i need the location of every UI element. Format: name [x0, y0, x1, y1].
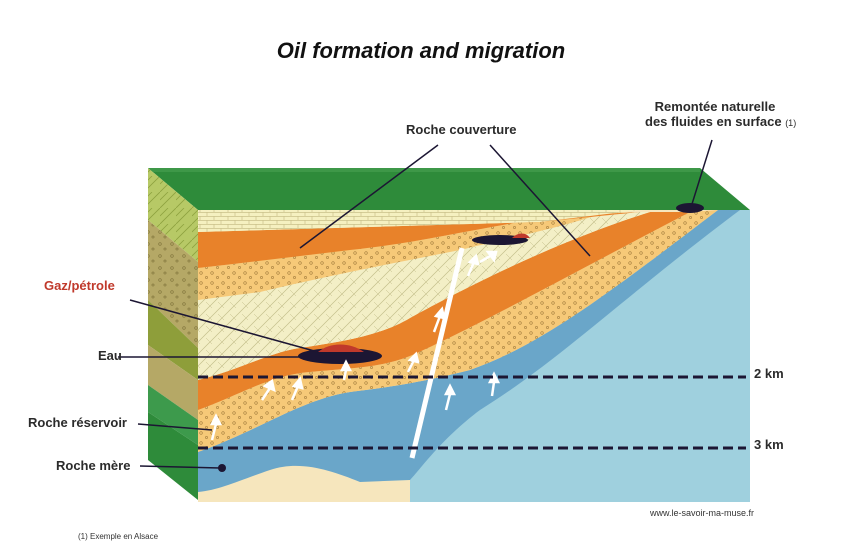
- migration-arrows: [209, 250, 501, 441]
- label-surface-seep-line2: des fluides en surface: [645, 114, 782, 129]
- deep-blue-layer: [410, 210, 750, 502]
- fault-line: [409, 247, 465, 459]
- label-cover-rock: Roche couverture: [406, 122, 517, 137]
- surface-limestone: [198, 210, 640, 232]
- source-rock-layer: [198, 210, 740, 492]
- label-reservoir-rock: Roche réservoir: [28, 415, 127, 430]
- label-surface-seep-note: (1): [785, 118, 797, 128]
- depth-label-3km: 3 km: [754, 437, 784, 452]
- footnote: (1) Exemple en Alsace: [78, 532, 159, 541]
- limestone-layer: [198, 212, 650, 380]
- depth-label-2km: 2 km: [754, 366, 784, 381]
- source-credit: www.le-savoir-ma-muse.fr: [650, 508, 755, 518]
- label-gas-oil: Gaz/pétrole: [44, 278, 115, 293]
- label-source-rock: Roche mère: [56, 458, 131, 473]
- page-title: Oil formation and migration: [276, 38, 566, 63]
- reservoir-rock-lower: [198, 210, 718, 452]
- block-side-face: [148, 168, 198, 500]
- oil-trap-upper: [472, 233, 530, 245]
- cover-rock-upper: [198, 212, 640, 268]
- label-surface-seep-line1: Remontée naturelle: [654, 99, 776, 114]
- ground-surface: [148, 168, 750, 210]
- oil-trap-main: [298, 344, 382, 364]
- label-water: Eau: [98, 348, 122, 363]
- label-surface-seep: Remontée naturelle des fluides en surfac…: [645, 99, 796, 129]
- source-rock-oil-drop: [218, 464, 226, 472]
- surface-seep: [676, 203, 704, 213]
- leader-lines: [118, 139, 713, 469]
